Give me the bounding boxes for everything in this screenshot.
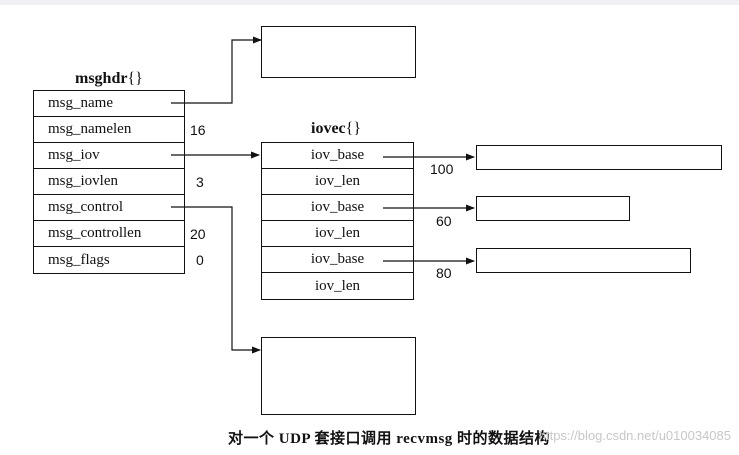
value-msg-controllen: 20 [190,226,206,242]
field-msg-controllen: msg_controllen [34,221,184,247]
iovec-iov-base-1: iov_base [262,143,413,169]
watermark-url: https://blog.csdn.net/u010034085 [538,428,731,443]
iovec-array: iov_base iov_len iov_base iov_len iov_ba… [261,142,414,300]
field-msg-iov: msg_iov [34,143,184,169]
field-msg-namelen: msg_namelen [34,117,184,143]
name-buffer-box [261,26,416,78]
top-band [0,0,739,5]
msghdr-struct: msg_name msg_namelen msg_iov msg_iovlen … [33,90,185,274]
value-msg-iovlen: 3 [196,174,204,190]
control-buffer-box [261,337,416,415]
field-msg-control: msg_control [34,195,184,221]
msghdr-title-name: msghdr [75,70,128,87]
figure-caption: 对一个 UDP 套接口调用 recvmsg 时的数据结构 [228,431,551,447]
field-msg-flags: msg_flags [48,251,110,268]
iovec-title-name: iovec [311,120,346,137]
iovec-iov-base-3: iov_base [262,247,413,273]
data-buffer-2 [476,196,630,221]
msghdr-title-suffix: {} [127,70,143,87]
iovec-iov-base-2: iov_base [262,195,413,221]
iovec-iov-len-1: iov_len [262,169,413,195]
arrow-msg-control [171,206,261,354]
msghdr-title: msghdr{} [75,70,143,88]
buffer-length-3: 80 [436,265,452,281]
value-msg-namelen: 16 [190,122,206,138]
field-msg-name: msg_name [34,91,184,117]
buffer-length-2: 60 [436,213,452,229]
iovec-title: iovec{} [311,120,361,138]
iovec-iov-len-3: iov_len [315,277,360,294]
data-buffer-3 [476,248,691,273]
iovec-iov-len-2: iov_len [262,221,413,247]
data-buffer-1 [476,145,722,170]
buffer-length-1: 100 [430,161,454,177]
field-msg-iovlen: msg_iovlen [34,169,184,195]
value-msg-flags: 0 [196,252,204,268]
arrow-msg-name [171,36,262,104]
iovec-title-suffix: {} [345,120,362,137]
